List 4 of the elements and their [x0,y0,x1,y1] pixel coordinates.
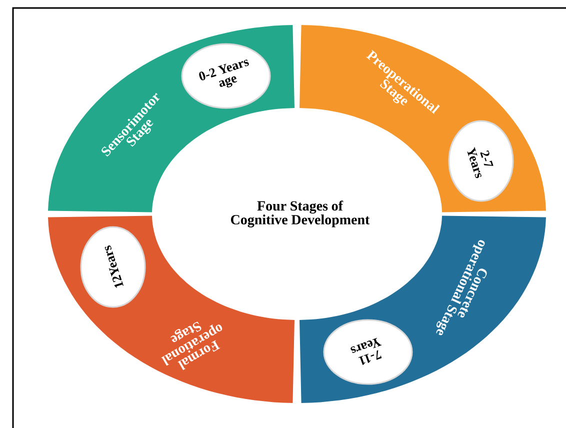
age-badge: 7-11 Years [323,319,413,385]
age-badge: 12Years [80,226,146,308]
age-badge: 0-2 Years age [181,43,271,109]
age-badge: 2-7 Years [448,120,514,202]
